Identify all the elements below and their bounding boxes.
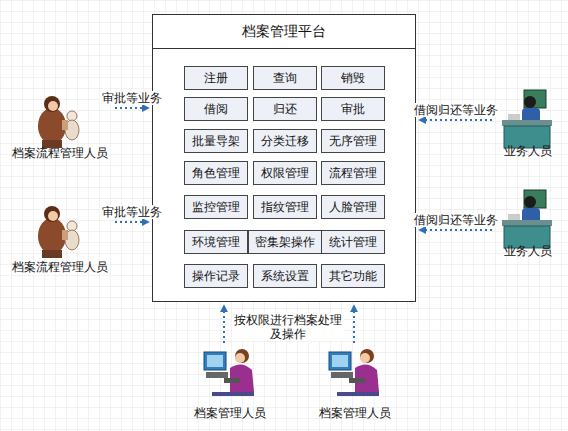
- function-button: 环境管理: [184, 230, 248, 254]
- archivist-figure: [204, 349, 254, 396]
- approver-figure: [38, 96, 79, 148]
- node-text: 指纹管理: [261, 199, 309, 216]
- node-text: 流程管理: [329, 165, 377, 182]
- node-text: 分类迁移: [261, 133, 309, 150]
- function-button: 批量导架: [184, 129, 248, 153]
- function-button: 借阅: [184, 97, 248, 121]
- actor-figure: 业务人员: [495, 88, 561, 160]
- function-button: 权限管理: [253, 161, 317, 185]
- platform-box: 档案管理平台注册 查询 销毁借阅 归还 审批批量导架 分类迁移 无序管理角色管理 权限管理 流程…: [152, 14, 416, 302]
- node-text: 档案管理平台: [153, 15, 415, 49]
- function-button: 统计管理: [321, 230, 385, 254]
- archivist-figure: [329, 349, 379, 396]
- node-text: 档案管理人员: [186, 405, 274, 422]
- note-label: 按权限进行档案处理 及操作: [232, 313, 344, 341]
- node-text: 系统设置: [261, 268, 309, 285]
- function-button: 审批: [321, 97, 385, 121]
- edge-label: 审批等业务: [100, 205, 164, 219]
- function-button: 无序管理: [321, 129, 385, 153]
- function-button: 系统设置: [253, 264, 317, 288]
- node-text: 归还: [273, 101, 297, 118]
- clerk-at-desk-figure: [502, 90, 552, 148]
- dotted-arrow: [223, 305, 225, 343]
- node-text: 角色管理: [192, 165, 240, 182]
- node-text: 注册: [204, 70, 228, 87]
- node-text: 业务人员: [495, 243, 561, 260]
- function-button: 操作记录: [184, 264, 248, 288]
- node-text: 统计管理: [329, 234, 377, 251]
- node-text: 业务人员: [495, 143, 561, 160]
- function-button: 角色管理: [184, 161, 248, 185]
- approver-figure: [38, 206, 79, 258]
- clerk-at-desk-figure: [502, 190, 552, 248]
- dotted-arrow: [115, 107, 149, 109]
- node-text: 监控管理: [192, 199, 240, 216]
- function-button: 流程管理: [321, 161, 385, 185]
- node-text: 借阅: [204, 101, 228, 118]
- dotted-arrow: [353, 305, 355, 343]
- function-button: 监控管理: [184, 195, 248, 219]
- function-button: 注册: [184, 66, 248, 90]
- node-text: 其它功能: [329, 268, 377, 285]
- function-button: 人脸管理: [321, 195, 385, 219]
- function-button: 销毁: [321, 66, 385, 90]
- node-text: 权限管理: [261, 165, 309, 182]
- edge-label: 借阅归还等业务: [412, 103, 500, 117]
- node-text: 环境管理: [192, 234, 240, 251]
- node-text: 无序管理: [329, 133, 377, 150]
- actor-figure: 档案管理人员: [311, 346, 399, 422]
- node-text: 操作记录: [192, 268, 240, 285]
- function-button: 其它功能: [321, 264, 385, 288]
- actor-figure: 档案流程管理人员: [8, 204, 112, 276]
- function-button: 归还: [253, 97, 317, 121]
- node-text: 档案流程管理人员: [8, 259, 112, 276]
- node-text: 档案流程管理人员: [8, 145, 112, 162]
- actor-figure: 业务人员: [495, 188, 561, 260]
- node-text: 销毁: [341, 70, 365, 87]
- node-text: 密集架操作: [255, 234, 315, 251]
- function-button: 指纹管理: [253, 195, 317, 219]
- dotted-arrow: [419, 119, 492, 121]
- node-text: 档案管理人员: [311, 405, 399, 422]
- node-text: 审批: [341, 101, 365, 118]
- dotted-arrow: [419, 229, 492, 231]
- node-text: 查询: [273, 70, 297, 87]
- function-button: 密集架操作: [248, 230, 322, 254]
- actor-figure: 档案管理人员: [186, 346, 274, 422]
- node-text: 批量导架: [192, 133, 240, 150]
- edge-label: 审批等业务: [100, 91, 164, 105]
- function-button: 分类迁移: [253, 129, 317, 153]
- actor-figure: 档案流程管理人员: [8, 94, 112, 162]
- dotted-arrow: [115, 221, 149, 223]
- function-button: 查询: [253, 66, 317, 90]
- edge-label: 借阅归还等业务: [412, 213, 500, 227]
- node-text: 人脸管理: [329, 199, 377, 216]
